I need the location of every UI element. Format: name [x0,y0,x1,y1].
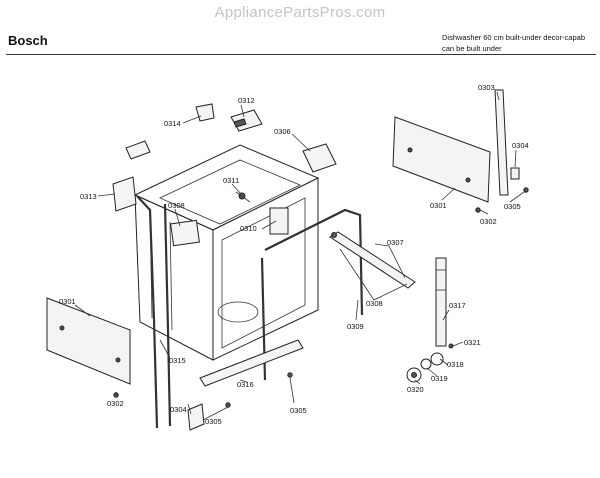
part-label: 0303 [478,83,495,92]
description-line-1: Dishwasher 60 cm built-under decor-capab [442,33,585,42]
part-label: 0310 [240,224,257,233]
part-label: 0306 [274,127,291,136]
part-label: 0318 [447,360,464,369]
part-label: 0304 [512,141,529,150]
spray-arm [329,231,416,289]
description-line-2: can be built under [442,44,502,53]
part-label: 0307 [387,238,404,247]
side-panel-left [46,297,131,385]
part-label: 0309 [347,322,364,331]
tub-body [133,144,320,361]
vertical-strip [494,89,520,196]
bottom-rails [187,339,304,431]
part-label: 0305 [290,406,307,415]
part-labels: 0312 0314 0306 0311 0313 0308 0310 0303 … [59,83,529,426]
brand-title: Bosch [8,33,48,48]
side-panel-right [392,116,491,203]
top-brackets [112,103,337,212]
part-label: 0308 [366,299,383,308]
part-label: 0315 [169,356,186,365]
part-label: 0311 [223,176,239,185]
part-label: 0314 [164,119,181,128]
part-label: 0301 [59,297,76,306]
leader-lines [74,91,525,421]
hose-assembly [406,257,454,383]
part-label: 0321 [464,338,481,347]
part-label: 0319 [431,374,448,383]
part-label: 0308 [168,201,185,210]
screws [113,187,529,408]
part-label: 0305 [504,202,521,211]
part-label: 0316 [237,380,254,389]
part-label: 0317 [449,301,466,310]
part-label: 0301 [430,201,447,210]
part-label: 0304 [170,405,187,414]
watermark: AppliancePartsPros.com [214,4,386,21]
part-label: 0305 [205,417,222,426]
part-label: 0312 [238,96,255,105]
part-label: 0302 [107,399,124,408]
model-description: Dishwasher 60 cm built-under decor-capab… [442,32,585,54]
part-label: 0313 [80,192,97,201]
header-divider [6,54,596,55]
part-label: 0302 [480,217,497,226]
part-label: 0320 [407,385,424,394]
